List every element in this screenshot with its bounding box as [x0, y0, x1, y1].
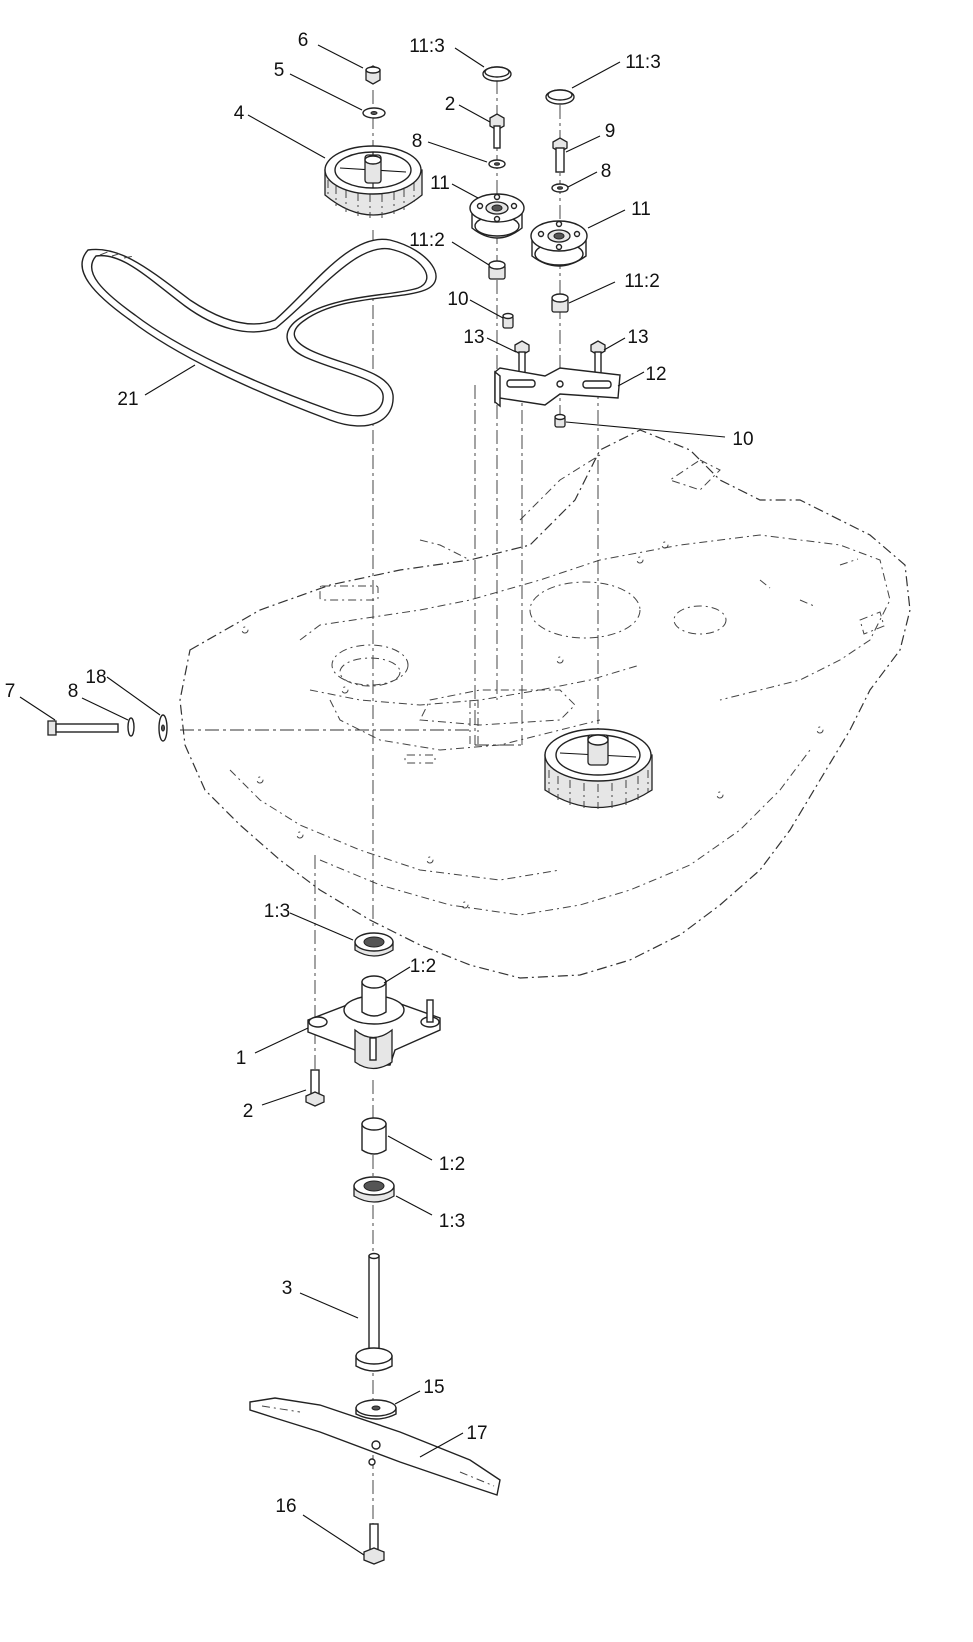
- drive-pulley-top: [324, 145, 423, 218]
- mower-deck: [179, 429, 911, 979]
- dust-cap-left: [482, 66, 512, 82]
- spindle-housing: [307, 975, 441, 1070]
- idler-pulley-left: [469, 193, 525, 239]
- bolt-13-left: [514, 340, 530, 379]
- callout-11-2-right: 11:2: [624, 271, 660, 292]
- bearing-1-3-lower: [353, 1176, 395, 1203]
- callout-4: 4: [234, 103, 245, 124]
- callout-labels: 6 5 4 21 11:3 11:3 2 8 9 8 11 11 11:2 11…: [5, 30, 754, 1517]
- callout-13-right: 13: [627, 327, 648, 348]
- blade-bolt-16: [363, 1523, 385, 1565]
- callout-16: 16: [275, 1496, 296, 1517]
- callout-7: 7: [5, 681, 16, 702]
- spacer-1-2-lower: [361, 1117, 387, 1155]
- callout-21: 21: [117, 389, 138, 410]
- carriage-bolt-7: [47, 720, 119, 736]
- washer-right: [551, 183, 569, 193]
- callout-11-right: 11: [631, 199, 651, 220]
- callout-1-3-upper: 1:3: [264, 901, 290, 922]
- callout-10-upper: 10: [447, 289, 468, 310]
- callout-15: 15: [423, 1377, 444, 1398]
- spacer-lower: [554, 413, 566, 428]
- washer-8-side: [127, 717, 135, 737]
- mower-blade-17: [249, 1397, 501, 1496]
- shoulder-bolt: [552, 137, 568, 173]
- callout-18: 18: [85, 667, 106, 688]
- drive-belt: [81, 238, 437, 427]
- dust-cap-right: [545, 89, 575, 105]
- callout-11-2-left: 11:2: [409, 230, 445, 251]
- callout-1: 1: [236, 1048, 247, 1069]
- idler-pulley-right: [530, 220, 588, 267]
- spring-washer-18: [158, 714, 168, 742]
- washer: [362, 107, 386, 119]
- spindle-shaft: [355, 1252, 393, 1372]
- bearing-1-3-upper: [354, 932, 394, 957]
- bolt-13-right: [590, 340, 606, 379]
- callout-13-left: 13: [463, 327, 484, 348]
- callout-2-lower: 2: [243, 1101, 254, 1122]
- callout-8-right: 8: [601, 161, 612, 182]
- bolt-upper: [489, 113, 505, 149]
- idler-bracket: [494, 367, 621, 408]
- callout-8-side: 8: [68, 681, 79, 702]
- spacer-upper: [502, 312, 514, 329]
- bearing-right: [551, 293, 569, 313]
- flange-bolt-2: [305, 1069, 325, 1107]
- callout-9: 9: [605, 121, 616, 142]
- callout-6: 6: [298, 30, 309, 51]
- callout-17: 17: [466, 1423, 487, 1444]
- leader-lines: [19, 44, 726, 1556]
- bearing-left: [488, 260, 506, 280]
- callout-10-lower: 10: [732, 429, 753, 450]
- callout-1-3-lower: 1:3: [439, 1211, 465, 1232]
- callout-11-left: 11: [430, 173, 450, 194]
- callout-1-2-lower: 1:2: [439, 1154, 465, 1175]
- callout-1-2-upper: 1:2: [410, 956, 436, 977]
- callout-5: 5: [274, 60, 285, 81]
- lock-nut: [365, 65, 381, 85]
- callout-3: 3: [282, 1278, 293, 1299]
- drive-pulley-deck: [544, 728, 653, 809]
- callout-2-upper: 2: [445, 94, 456, 115]
- callout-8-left: 8: [412, 131, 423, 152]
- washer-left: [488, 159, 506, 169]
- callout-11-3-right: 11:3: [625, 52, 661, 73]
- callout-12: 12: [645, 364, 666, 385]
- blade-adapter-15: [355, 1399, 397, 1420]
- callout-11-3-left: 11:3: [409, 36, 445, 57]
